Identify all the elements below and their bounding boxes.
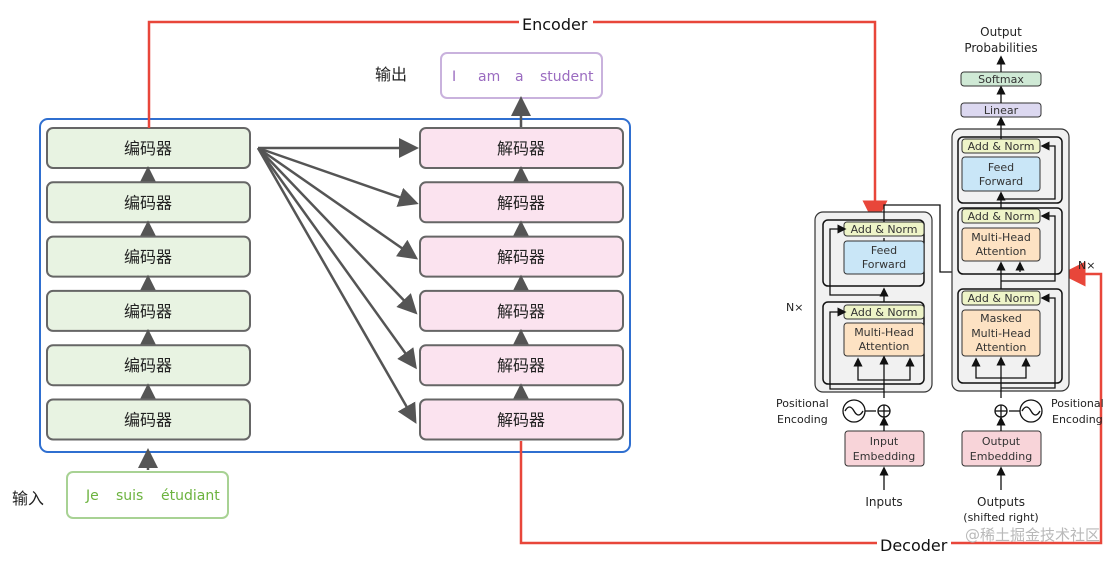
encoder-connector-line xyxy=(147,20,888,226)
decoder-block-5 xyxy=(419,398,624,441)
enc-add-norm-bottom-text: Add & Norm xyxy=(851,306,918,319)
inputs-label: Inputs xyxy=(865,495,902,509)
dec-masked-attention xyxy=(961,309,1041,357)
fan-arrow-4 xyxy=(256,147,417,370)
decoder-block-label-0: 解码器 xyxy=(497,139,545,158)
enc-ff-text-0: Feed xyxy=(871,244,897,257)
enc-input-emb-text-1: Embedding xyxy=(853,450,915,463)
dec-sublayer-cross-frame xyxy=(957,207,1063,275)
dec-multi-head-attention xyxy=(961,227,1041,262)
encoder-label: Encoder xyxy=(522,15,588,34)
encoder-block-label-0: 编码器 xyxy=(124,139,172,158)
enc-positional-wave xyxy=(844,406,864,416)
dec-masked-text-0: Masked xyxy=(980,312,1022,325)
enc-positional-text-1: Encoding xyxy=(777,413,828,426)
dec-sublayer-masked-frame xyxy=(957,288,1063,384)
dec-positional-text-0: Positional xyxy=(1051,397,1104,410)
dec-masked-text-1: Multi-Head xyxy=(971,327,1031,340)
fan-arrow-3 xyxy=(257,147,418,315)
dec-residual-1 xyxy=(1001,293,1056,389)
encoder-block-5 xyxy=(46,398,251,441)
output-probabilities-0: Output xyxy=(980,25,1022,39)
input-label: 输入 xyxy=(12,489,44,508)
dec-add-norm-3 xyxy=(961,290,1041,306)
dec-residual-3 xyxy=(1001,141,1056,200)
decoder-block-label-2: 解码器 xyxy=(497,248,545,267)
outputs-label-0: Outputs xyxy=(977,495,1025,509)
encoder-to-decoder-arrows xyxy=(256,138,419,424)
enc-arrow-q xyxy=(853,357,884,381)
encoder-block-label-3: 编码器 xyxy=(124,302,172,321)
enc-residual-2 xyxy=(829,224,884,296)
decoder-connector-line xyxy=(519,261,1103,545)
decoder-label-bg xyxy=(877,533,951,555)
fan-arrow-5 xyxy=(256,147,417,424)
dec-nx-label: N× xyxy=(1078,259,1095,272)
encoder-block-label-4: 编码器 xyxy=(124,356,172,375)
dec-residual-2 xyxy=(1001,211,1056,282)
encoder-block-label-1: 编码器 xyxy=(124,193,172,212)
fan-arrow-2 xyxy=(257,146,419,260)
enc-residual-1 xyxy=(829,307,884,390)
enc-mha-text-0: Multi-Head xyxy=(854,326,914,339)
enc-arrow-k xyxy=(884,357,915,381)
linear-text: Linear xyxy=(984,104,1019,117)
dec-mha-text-1: Attention xyxy=(976,245,1027,258)
output-label: 输出 xyxy=(375,65,407,84)
decoder-block-label-1: 解码器 xyxy=(497,193,545,212)
decoder-block-label-4: 解码器 xyxy=(497,356,545,375)
input-token-1: suis xyxy=(116,488,143,504)
dec-ff-text-0: Feed xyxy=(988,161,1014,174)
dec-positional-text-1: Encoding xyxy=(1052,413,1103,426)
enc-input-emb-text-0: Input xyxy=(870,435,899,448)
decoder-label: Decoder xyxy=(880,536,948,555)
softmax-text: Softmax xyxy=(978,73,1024,86)
dec-arrow-k xyxy=(1001,357,1031,379)
enc-ff-text-1: Forward xyxy=(862,258,906,271)
output-token-2: a xyxy=(515,69,524,85)
output-token-1: am xyxy=(478,69,500,85)
fan-arrow-1 xyxy=(257,146,419,207)
dec-masked-text-2: Attention xyxy=(976,341,1027,354)
dec-feed-forward xyxy=(961,156,1041,192)
dec-add-norm-1-text: Add & Norm xyxy=(968,140,1035,153)
enc-positional-text-0: Positional xyxy=(776,397,829,410)
input-token-box xyxy=(66,471,229,519)
dec-add-norm-3-text: Add & Norm xyxy=(968,292,1035,305)
dec-add-norm-2-text: Add & Norm xyxy=(968,210,1035,223)
encoder-decoder-frame xyxy=(39,118,631,453)
dec-output-emb-text-1: Embedding xyxy=(970,450,1032,463)
decoder-block-label-5: 解码器 xyxy=(497,411,545,430)
encoder-block-label-2: 编码器 xyxy=(124,248,172,267)
dec-output-emb-text-0: Output xyxy=(982,435,1021,448)
encoder-block-label-5: 编码器 xyxy=(124,411,172,430)
outputs-label-1: (shifted right) xyxy=(963,511,1038,524)
output-probabilities-1: Probabilities xyxy=(964,41,1037,55)
dec-positional-wave xyxy=(1021,406,1041,416)
output-token-3: student xyxy=(540,69,594,85)
enc-add-norm-top-text: Add & Norm xyxy=(851,223,918,236)
dec-add-norm-2 xyxy=(961,208,1041,224)
dec-mha-text-0: Multi-Head xyxy=(971,231,1031,244)
dec-ff-text-1: Forward xyxy=(979,175,1023,188)
input-token-0: Je xyxy=(85,488,99,504)
enc-nx-label: N× xyxy=(786,301,803,314)
dec-sublayer-ff-frame xyxy=(957,136,1063,204)
encoder-label-bg xyxy=(519,12,593,34)
enc-mha-text-1: Attention xyxy=(859,340,910,353)
input-token-2: étudiant xyxy=(161,488,220,504)
decoder-block-label-3: 解码器 xyxy=(497,302,545,321)
watermark: @稀土掘金技术社区 xyxy=(965,526,1100,544)
output-token-0: I xyxy=(452,69,456,85)
dec-arrow-q xyxy=(971,357,1001,379)
